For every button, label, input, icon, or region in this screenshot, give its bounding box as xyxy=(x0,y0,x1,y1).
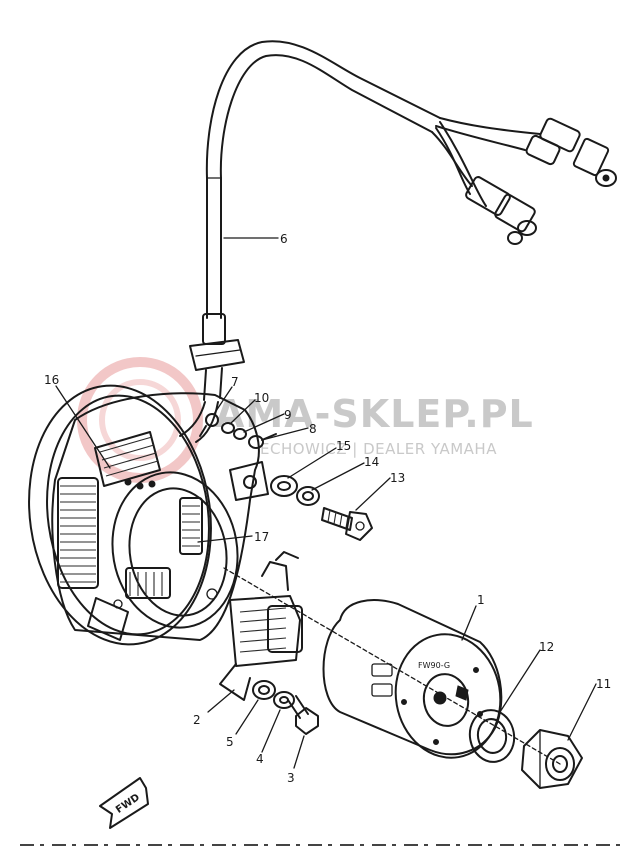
callout-14: 14 xyxy=(364,455,379,469)
callout-16: 16 xyxy=(44,373,59,387)
bolt-13 xyxy=(321,507,373,541)
callout-11: 11 xyxy=(596,677,611,691)
washer-15 xyxy=(270,475,298,497)
washer-12 xyxy=(468,709,516,763)
contact-breaker xyxy=(219,551,303,701)
washer-9 xyxy=(233,428,247,440)
dealer-logo xyxy=(77,357,203,483)
callout-5: 5 xyxy=(226,735,234,749)
forward-direction-arrow: FWD xyxy=(99,777,149,829)
callout-13: 13 xyxy=(390,471,405,485)
washer-5 xyxy=(252,680,276,700)
callout-4: 4 xyxy=(256,752,264,766)
leader-lines xyxy=(55,237,597,769)
callout-15: 15 xyxy=(336,439,351,453)
watermark-sub-text: ECHOWICZ | DEALER YAMAHA xyxy=(260,440,497,458)
callout-12: 12 xyxy=(539,640,554,654)
screw-3 xyxy=(287,695,319,735)
bullet-connector-upper xyxy=(525,117,617,187)
screw-7 xyxy=(199,413,219,437)
callout-6: 6 xyxy=(280,232,288,246)
callout-1: 1 xyxy=(477,593,485,607)
watermark: AMA-SKLEP.PL ECHOWICZ | DEALER YAMAHA xyxy=(77,357,534,483)
stator-base-plate xyxy=(28,384,269,646)
callout-2: 2 xyxy=(193,713,201,727)
wire-harness xyxy=(205,40,541,319)
callout-8: 8 xyxy=(309,422,317,436)
bullet-connector-lower xyxy=(465,176,537,245)
forward-direction-label: FWD xyxy=(114,792,142,816)
washer-4 xyxy=(273,691,295,709)
callout-10: 10 xyxy=(254,391,269,405)
washer-10 xyxy=(221,422,235,434)
callout-3: 3 xyxy=(287,771,295,785)
callout-labels: 1 2 3 4 5 6 7 8 9 10 11 12 13 14 15 16 1… xyxy=(44,232,611,785)
washer-14 xyxy=(296,486,320,506)
flywheel-rotor: FW90-G xyxy=(322,599,503,759)
assembly-axis-line xyxy=(223,567,561,765)
watermark-brand-text: AMA-SKLEP.PL xyxy=(215,392,534,436)
callout-9: 9 xyxy=(284,408,292,422)
rotor-marking: FW90-G xyxy=(418,661,450,670)
nut-11 xyxy=(521,729,583,789)
callout-7: 7 xyxy=(231,375,239,389)
wire-grommet xyxy=(189,313,245,401)
callout-17: 17 xyxy=(254,530,269,544)
